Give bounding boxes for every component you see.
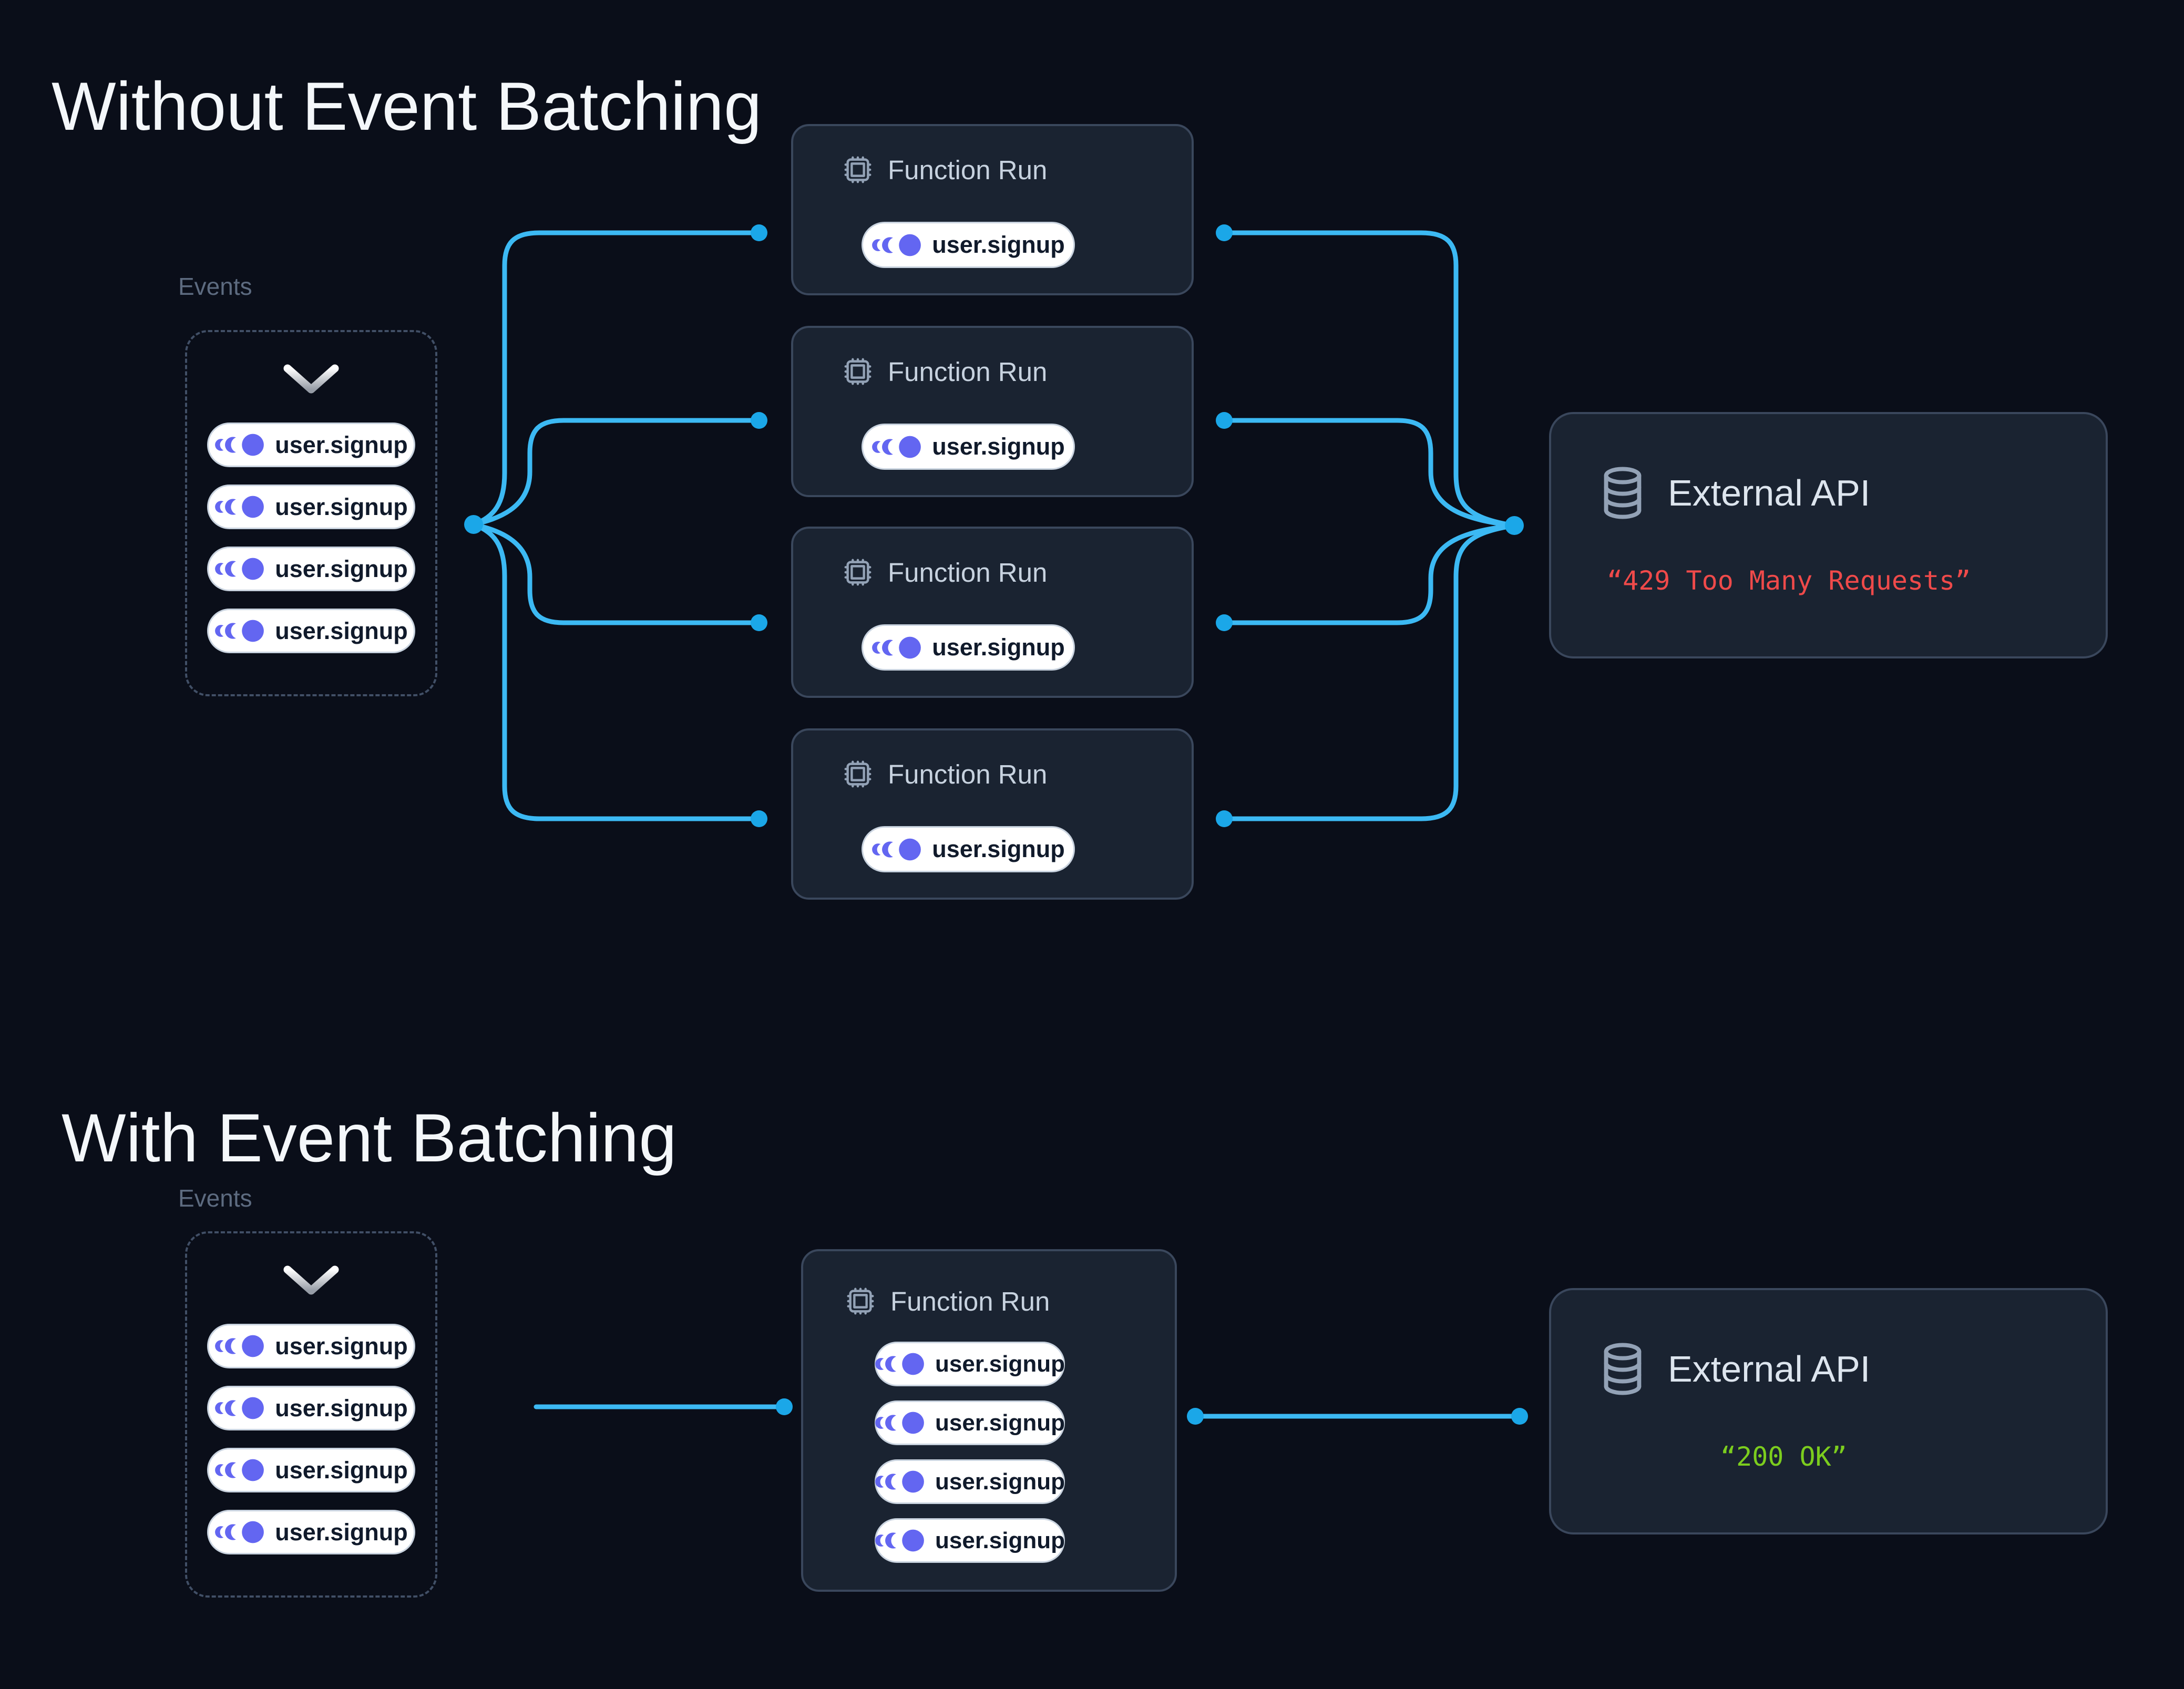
event-pill-label: user.signup — [275, 1394, 408, 1422]
event-pill-label: user.signup — [932, 634, 1065, 661]
event-pill-label: user.signup — [932, 231, 1065, 258]
event-pill-label: user.signup — [275, 555, 408, 582]
section-title-without-batching: Without Event Batching — [52, 68, 762, 145]
event-pill: user.signup — [875, 1518, 1065, 1563]
event-pill-label: user.signup — [275, 1456, 408, 1484]
batched-event-pill-list: user.signup user.signup user.signup user… — [875, 1342, 1065, 1563]
cpu-chip-icon — [842, 153, 874, 186]
event-icon — [875, 1409, 925, 1437]
function-run-label: Function Run — [888, 356, 1048, 387]
events-box: user.signup user.signup user.signup user… — [185, 330, 437, 696]
function-run-header: Function Run — [842, 758, 1047, 790]
external-api-card: External API “200 OK” — [1549, 1288, 2108, 1534]
external-api-card: External API “429 Too Many Requests” — [1549, 412, 2108, 658]
event-pill-label: user.signup — [275, 617, 408, 644]
database-icon — [1599, 1342, 1646, 1396]
event-pill-list: user.signup user.signup user.signup user… — [207, 1324, 415, 1554]
event-pill: user.signup — [207, 1386, 415, 1430]
function-run-header: Function Run — [844, 1285, 1050, 1317]
event-icon — [875, 1527, 925, 1554]
chevron-down-icon — [282, 1262, 340, 1299]
event-pill-label: user.signup — [275, 1332, 408, 1360]
event-pill: user.signup — [862, 424, 1075, 470]
function-run-label: Function Run — [888, 557, 1048, 588]
event-icon — [214, 1394, 264, 1422]
section-title-with-batching: With Event Batching — [61, 1099, 677, 1177]
event-pill-label: user.signup — [935, 1409, 1065, 1436]
event-icon — [875, 1468, 925, 1496]
events-label: Events — [178, 273, 252, 300]
external-api-header: External API — [1599, 1342, 1870, 1396]
event-pill: user.signup — [862, 624, 1075, 671]
event-pill: user.signup — [862, 222, 1075, 268]
event-pill: user.signup — [207, 423, 415, 467]
function-run-card: Function Run user.signup — [791, 124, 1194, 295]
event-icon — [214, 555, 264, 583]
function-run-label: Function Run — [888, 155, 1048, 185]
function-run-header: Function Run — [842, 556, 1047, 589]
event-pill: user.signup — [875, 1342, 1065, 1386]
event-pill-label: user.signup — [275, 1518, 408, 1546]
event-pill: user.signup — [207, 485, 415, 529]
event-pill-label: user.signup — [932, 836, 1065, 862]
event-pill-list: user.signup user.signup user.signup user… — [207, 423, 415, 653]
event-icon — [871, 634, 921, 662]
api-response-success: “200 OK” — [1720, 1441, 1847, 1472]
event-pill-label: user.signup — [275, 493, 408, 520]
event-pill: user.signup — [862, 826, 1075, 872]
function-run-card: Function Run user.signup — [791, 728, 1194, 900]
function-run-label: Function Run — [890, 1286, 1050, 1316]
event-icon — [214, 431, 264, 459]
cpu-chip-icon — [842, 758, 874, 790]
event-icon — [871, 836, 921, 863]
function-run-label: Function Run — [888, 759, 1048, 789]
event-icon — [214, 1332, 264, 1360]
fanin-connectors — [1222, 230, 1517, 821]
database-icon — [1599, 466, 1646, 520]
api-response-error: “429 Too Many Requests” — [1607, 565, 1971, 596]
event-pill-label: user.signup — [275, 431, 408, 458]
events-box: user.signup user.signup user.signup user… — [185, 1231, 437, 1598]
event-pill-label: user.signup — [935, 1527, 1065, 1553]
events-label: Events — [178, 1185, 252, 1212]
cpu-chip-icon — [842, 355, 874, 388]
chevron-down-icon — [282, 361, 340, 398]
fanout-connectors — [471, 230, 762, 821]
event-icon — [875, 1350, 925, 1378]
external-api-label: External API — [1668, 1348, 1871, 1389]
event-icon — [214, 617, 264, 645]
event-pill: user.signup — [207, 1324, 415, 1368]
cpu-chip-icon — [842, 556, 874, 589]
connector-dots — [464, 224, 1528, 1425]
external-api-label: External API — [1668, 472, 1871, 513]
event-icon — [214, 1518, 264, 1546]
event-pill: user.signup — [207, 547, 415, 591]
event-icon — [871, 433, 921, 461]
event-pill-label: user.signup — [935, 1351, 1065, 1377]
event-pill: user.signup — [875, 1459, 1065, 1504]
event-icon — [871, 231, 921, 259]
function-run-card: Function Run user.signup — [791, 527, 1194, 698]
function-run-header: Function Run — [842, 153, 1047, 186]
event-icon — [214, 493, 264, 521]
cpu-chip-icon — [844, 1285, 877, 1317]
event-pill: user.signup — [207, 1448, 415, 1492]
event-pill-label: user.signup — [935, 1468, 1065, 1495]
function-run-card: Function Run user.signup — [791, 326, 1194, 497]
event-icon — [214, 1456, 264, 1484]
function-run-header: Function Run — [842, 355, 1047, 388]
event-pill: user.signup — [207, 609, 415, 653]
external-api-header: External API — [1599, 466, 1870, 520]
event-pill: user.signup — [875, 1400, 1065, 1445]
event-pill-label: user.signup — [932, 433, 1065, 460]
batched-connectors — [534, 1404, 1522, 1419]
event-pill: user.signup — [207, 1510, 415, 1554]
function-run-card-batched: Function Run user.signup user.signup use… — [801, 1249, 1177, 1592]
